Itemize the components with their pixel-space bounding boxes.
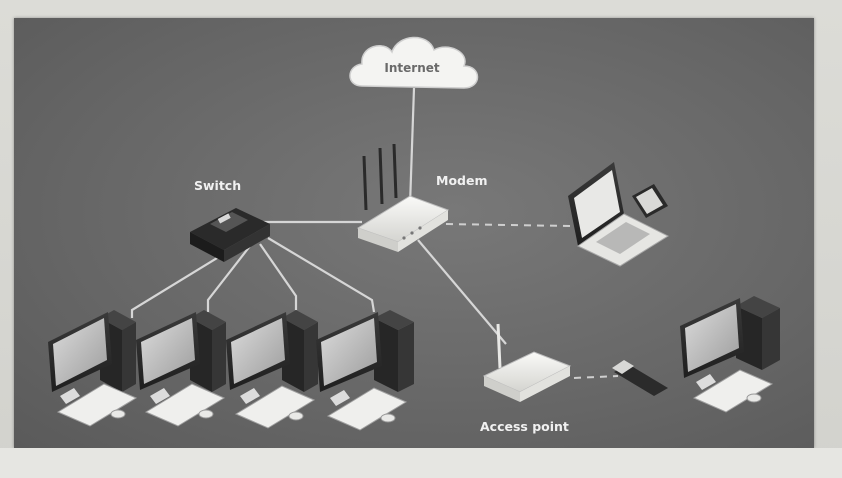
cloud-icon: Internet	[349, 36, 479, 89]
desktop-computer-icon	[48, 310, 138, 427]
usb-wifi-adapter-icon	[612, 360, 668, 396]
desktop-computer-icon	[136, 310, 226, 427]
modem-icon	[356, 143, 450, 252]
switch-icon	[190, 208, 270, 262]
desktop-computer-icon	[316, 310, 414, 431]
link-internet-modem	[408, 87, 416, 206]
access-point-label: Access point	[480, 419, 569, 434]
modem-label: Modem	[436, 173, 487, 188]
desktop-computer-icon	[680, 296, 780, 413]
link-access-point-adapter	[573, 375, 619, 379]
link-switch-desktop-1	[130, 243, 241, 318]
link-modem-laptop	[445, 223, 571, 227]
access-point-icon	[482, 323, 572, 402]
internet-label: Internet	[384, 61, 439, 75]
link-switch-desktop-3	[259, 243, 298, 310]
laptop-icon	[568, 162, 670, 267]
switch-label: Switch	[194, 178, 241, 193]
link-switch-desktop-2	[206, 245, 251, 312]
page-margin	[0, 448, 842, 478]
phone-icon	[632, 184, 668, 218]
wired-links	[130, 87, 507, 345]
desktop-computer-icon	[226, 310, 318, 429]
link-switch-desktop-4	[267, 237, 376, 313]
link-modem-access-point	[417, 239, 507, 345]
